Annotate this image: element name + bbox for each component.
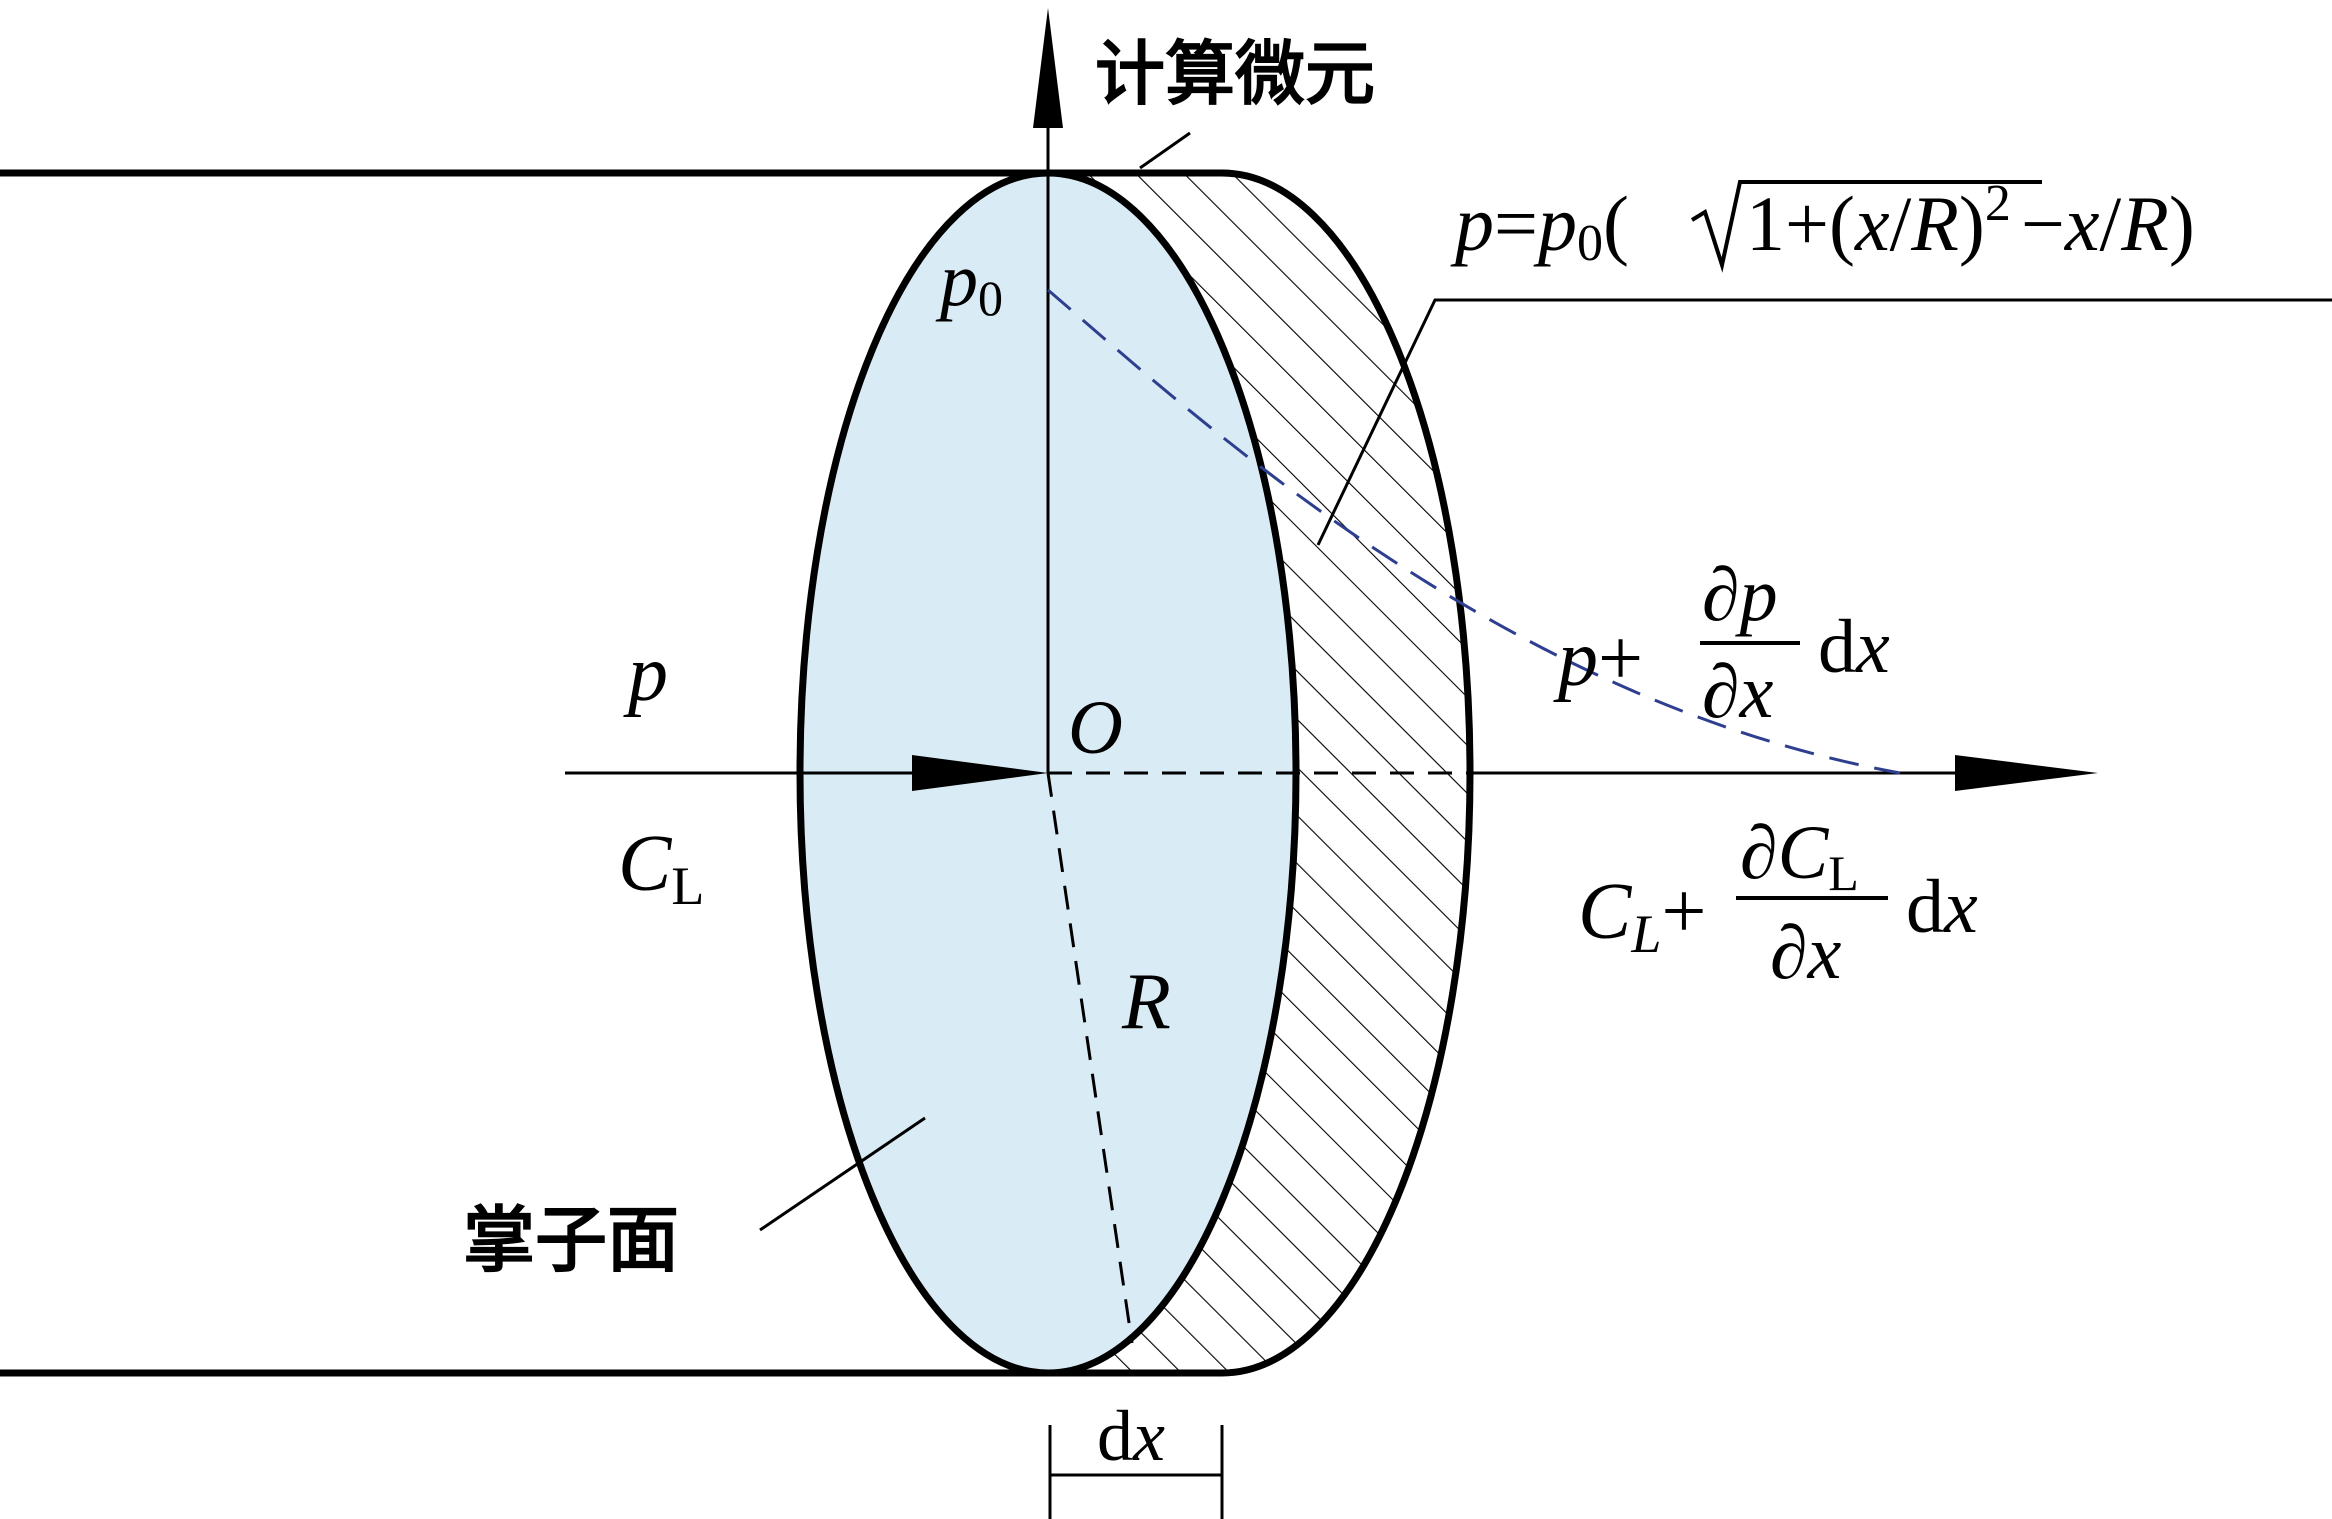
svg-text:∂x: ∂x (1770, 911, 1842, 995)
sqrt-symbol (1690, 180, 2042, 273)
tunnel-face-label: 掌子面 (463, 1198, 679, 1282)
pressure-increment-formula: p+ ∂p ∂x dx (1553, 553, 1890, 734)
face-leader-line (759, 1116, 926, 1232)
radius-label: R (1121, 958, 1171, 1046)
dx-label: dx (1097, 1396, 1165, 1476)
pressure-curve (1047, 288, 1901, 775)
svg-text:∂x: ∂x (1702, 650, 1774, 734)
vertical-axis-arrowhead (1033, 8, 1063, 128)
svg-text:CL+: CL+ (1578, 868, 1707, 964)
svg-text:dx: dx (1906, 865, 1978, 949)
left-concentration-label: CL (618, 820, 704, 916)
svg-text:dx: dx (1818, 605, 1890, 689)
origin-arrowhead (912, 755, 1048, 791)
svg-text:p=p0(: p=p0( (1450, 180, 1629, 272)
svg-text:∂CL: ∂CL (1740, 811, 1859, 901)
svg-text:p+: p+ (1553, 615, 1643, 703)
p0-label: p0 (935, 238, 1003, 326)
radius-line (1046, 772, 1134, 1344)
formula-leader-line (1316, 298, 2332, 546)
horizontal-axis-arrowhead (1955, 755, 2098, 791)
element-label: 计算微元 (1095, 33, 1375, 115)
pressure-formula: p=p0( 1+(x/R)2−x/R) (1450, 175, 2195, 273)
left-pressure-label: p (623, 630, 668, 718)
svg-text:1+(x/R)2−x/R): 1+(x/R)2−x/R) (1746, 175, 2195, 267)
svg-text:∂p: ∂p (1702, 553, 1778, 637)
origin-label: O (1068, 686, 1123, 770)
concentration-increment-formula: CL+ ∂CL ∂x dx (1578, 811, 1978, 995)
element-leader-line (1139, 131, 1191, 170)
